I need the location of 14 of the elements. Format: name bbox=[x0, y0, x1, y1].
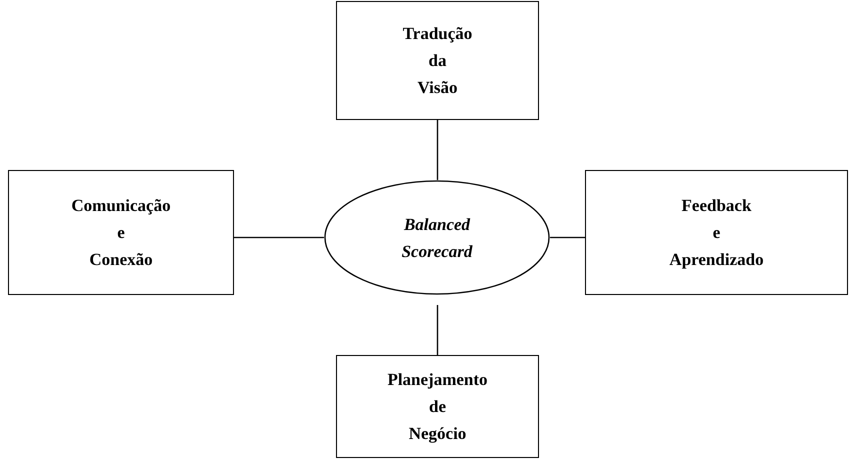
connector-line bbox=[436, 305, 438, 355]
connector-line bbox=[436, 120, 438, 180]
connector-line bbox=[550, 236, 585, 238]
connector-line bbox=[234, 236, 324, 238]
node-label: Comunicação e Conexão bbox=[70, 195, 172, 271]
node-label: Feedback e Aprendizado bbox=[668, 195, 765, 271]
node-label: Balanced Scorecard bbox=[400, 214, 474, 262]
process-box bbox=[336, 1, 539, 120]
node-label: Planejamento de Negócio bbox=[386, 369, 489, 445]
node-label: Tradução da Visão bbox=[402, 23, 474, 99]
process-box bbox=[585, 170, 848, 295]
process-box bbox=[8, 170, 234, 295]
ellipse-node bbox=[324, 180, 550, 295]
process-box bbox=[336, 355, 539, 458]
